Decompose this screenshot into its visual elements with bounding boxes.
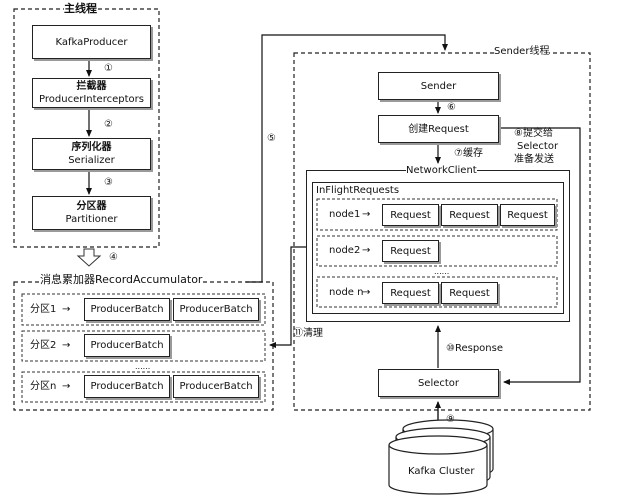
kafka-producer-box: KafkaProducer bbox=[32, 25, 151, 59]
node-label-1: node1 bbox=[329, 209, 361, 220]
node-row-frame-n bbox=[316, 276, 558, 308]
step-1-label: ① bbox=[104, 63, 113, 74]
partition-arrow-icon: → bbox=[62, 381, 71, 392]
inflight-requests-label: InFlightRequests bbox=[316, 185, 400, 196]
request-label: Request bbox=[449, 209, 490, 221]
step-5-label: ⑤ bbox=[267, 133, 276, 144]
selector-box: Selector bbox=[378, 369, 499, 397]
step-8-label-line1: ⑧提交给 bbox=[514, 128, 553, 139]
request-box: Request bbox=[441, 204, 498, 226]
hollow-down-arrow-icon bbox=[76, 248, 102, 267]
request-box: Request bbox=[382, 204, 439, 226]
selector-label: Selector bbox=[417, 377, 460, 389]
producer-batch-label: ProducerBatch bbox=[179, 304, 253, 315]
partition-row-frame-n bbox=[21, 371, 266, 403]
request-label: Request bbox=[390, 287, 431, 299]
request-label: Request bbox=[390, 245, 431, 257]
partition-label-1: 分区1 bbox=[30, 304, 57, 315]
producer-batch: ProducerBatch bbox=[84, 334, 170, 357]
step-8-label-line2: Selector bbox=[517, 141, 559, 152]
partition-arrow-icon: → bbox=[62, 304, 71, 315]
request-box: Request bbox=[382, 240, 439, 262]
kafka-cluster-label: Kafka Cluster bbox=[408, 466, 475, 477]
step-10-label: ⑩Response bbox=[446, 343, 503, 354]
producer-batch: ProducerBatch bbox=[84, 375, 170, 398]
interceptor-en-label: ProducerInterceptors bbox=[39, 94, 144, 105]
producer-batch-label: ProducerBatch bbox=[90, 340, 164, 351]
serializer-cn-label: 序列化器 bbox=[71, 142, 112, 153]
producer-batch: ProducerBatch bbox=[173, 298, 259, 321]
request-box: Request bbox=[441, 282, 498, 304]
step-7-label: ⑦缓存 bbox=[454, 148, 483, 159]
interceptor-cn-label: 拦截器 bbox=[76, 81, 107, 92]
request-box: Request bbox=[382, 282, 439, 304]
request-label: Request bbox=[390, 209, 431, 221]
partition-label-n: 分区n bbox=[30, 381, 57, 392]
producer-batch: ProducerBatch bbox=[173, 375, 259, 398]
step-4-label: ④ bbox=[109, 252, 118, 263]
step-11-label: ⑪清理 bbox=[293, 328, 323, 339]
request-label: Request bbox=[449, 287, 490, 299]
request-box: Request bbox=[500, 204, 555, 226]
interceptor-box: 拦截器 ProducerInterceptors bbox=[32, 78, 151, 108]
request-label: Request bbox=[507, 209, 548, 221]
network-client-label: NetworkClient bbox=[406, 165, 477, 177]
sender-thread-title: Sender线程 bbox=[494, 46, 550, 58]
producer-batch-label: ProducerBatch bbox=[179, 381, 253, 392]
kafka-cluster-icon bbox=[388, 419, 494, 495]
producer-batch: ProducerBatch bbox=[84, 298, 170, 321]
partition-arrow-icon: → bbox=[62, 340, 71, 351]
node-ellipsis: ...... bbox=[434, 267, 450, 276]
node-arrow-icon: → bbox=[362, 209, 371, 220]
partition-row-frame-2 bbox=[21, 330, 266, 362]
main-thread-title: 主线程 bbox=[64, 2, 97, 15]
sender-box: Sender bbox=[378, 72, 499, 100]
partitioner-en-label: Partitioner bbox=[65, 214, 118, 225]
serializer-box: 序列化器 Serializer bbox=[32, 138, 151, 170]
create-request-label: 创建Request bbox=[408, 123, 469, 135]
kafka-producer-label: KafkaProducer bbox=[55, 36, 128, 48]
node-arrow-icon: → bbox=[362, 245, 371, 256]
node-arrow-icon: → bbox=[362, 287, 371, 298]
sender-label: Sender bbox=[420, 80, 457, 92]
step-8-label-line3: 准备发送 bbox=[514, 154, 554, 165]
node-row-frame-1 bbox=[316, 198, 558, 231]
inflight-requests-frame bbox=[312, 182, 564, 314]
partitioner-cn-label: 分区器 bbox=[76, 201, 107, 212]
step-2-label: ② bbox=[104, 119, 113, 130]
create-request-box: 创建Request bbox=[378, 115, 499, 143]
step-6-label: ⑥ bbox=[447, 102, 456, 113]
node-row-frame-2 bbox=[316, 235, 558, 267]
step-3-label: ③ bbox=[104, 177, 113, 188]
node-label-n: node n bbox=[329, 287, 364, 298]
accumulator-title: 消息累加器RecordAccumulator bbox=[40, 273, 203, 286]
node-label-2: node2 bbox=[329, 245, 361, 256]
producer-batch-label: ProducerBatch bbox=[90, 304, 164, 315]
partitioner-box: 分区器 Partitioner bbox=[32, 196, 151, 230]
producer-batch-label: ProducerBatch bbox=[90, 381, 164, 392]
partition-row-frame-1 bbox=[21, 293, 266, 326]
step-9-label: ⑨ bbox=[446, 414, 455, 425]
sender-thread-frame bbox=[293, 52, 591, 411]
partition-ellipsis: ...... bbox=[135, 362, 151, 371]
serializer-en-label: Serializer bbox=[68, 155, 115, 166]
partition-label-2: 分区2 bbox=[30, 340, 57, 351]
